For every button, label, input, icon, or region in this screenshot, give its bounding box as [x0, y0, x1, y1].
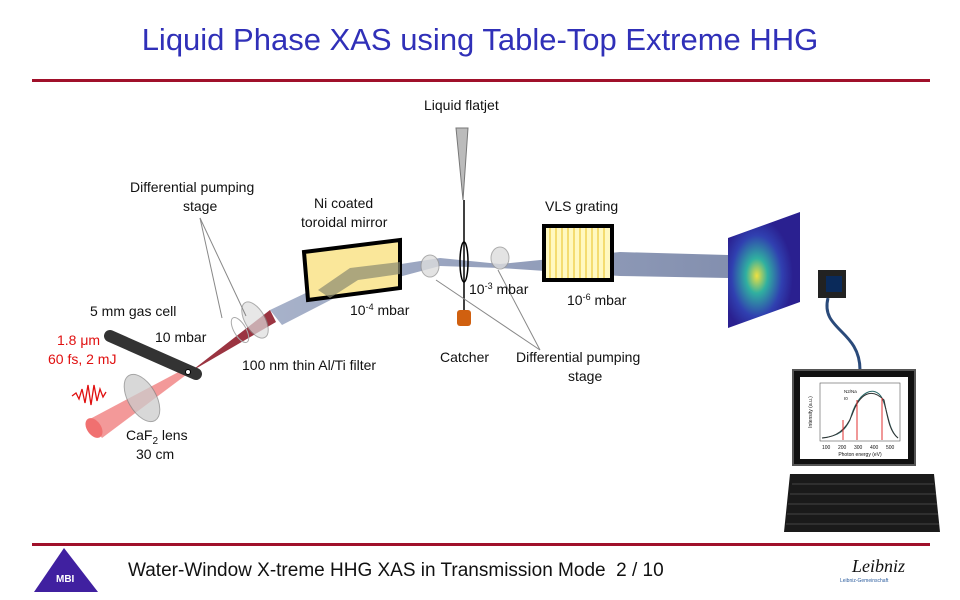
pointer-lines: [199, 217, 541, 351]
ccd-detector-screen: [728, 212, 800, 328]
toroidal-mirror: [301, 237, 402, 303]
plot-xtick: 200: [838, 445, 847, 451]
catcher-label: Catcher: [440, 349, 489, 365]
pumping-stage-label-1b: stage: [183, 198, 217, 214]
keyboard: [784, 474, 940, 532]
al-ti-filter: [230, 317, 250, 343]
pumping-stage-1: [241, 301, 269, 339]
liquid-flatjet: [455, 127, 469, 310]
plot-xtick: 500: [886, 445, 895, 451]
plot-ylabel: Intensity (a.u.): [808, 396, 814, 428]
footer-divider: [32, 543, 930, 546]
svg-text:Leibniz: Leibniz: [851, 556, 905, 576]
flatjet-label: Liquid flatjet: [424, 97, 499, 113]
pumping-stage-3: [490, 246, 510, 270]
filter-label: 100 nm thin Al/Ti filter: [242, 357, 376, 373]
grating-label: VLS grating: [545, 198, 618, 214]
mirror-label-2: toroidal mirror: [301, 214, 388, 230]
lens-focal-label: 30 cm: [136, 446, 174, 462]
caf2-lens: [123, 373, 161, 423]
svg-text:MBI: MBI: [56, 574, 75, 585]
laser-pulse-icon: [71, 384, 107, 406]
catcher: [457, 310, 471, 326]
lens-label: CaF2 lens: [126, 427, 188, 447]
plot-xtick: 400: [870, 445, 879, 451]
plot-legend: I0: [844, 396, 848, 401]
plot-xlabel: Photon energy (eV): [838, 452, 882, 458]
pressure-sample: 10-3 mbar: [469, 281, 529, 297]
leibniz-logo: Leibniz Leibniz-Gemeinschaft: [840, 556, 905, 584]
gas-cell-pressure: 10 mbar: [155, 329, 207, 345]
mirror-label: Ni coated: [314, 195, 373, 211]
pumping-stage-label-2b: stage: [568, 368, 602, 384]
plot-legend: N2/Na: [844, 389, 857, 394]
pumping-stage-2: [420, 254, 440, 278]
page-number: 2 / 10: [616, 560, 664, 581]
laser-wavelength-label: 1.8 μm: [57, 332, 100, 348]
laser-pulse-label: 60 fs, 2 mJ: [48, 351, 116, 367]
pumping-stage-label-1: Differential pumping: [130, 179, 254, 195]
svg-text:Leibniz-Gemeinschaft: Leibniz-Gemeinschaft: [840, 578, 889, 584]
mbi-logo: MBI: [34, 548, 98, 592]
camera: [818, 270, 862, 371]
footer-title: Water-Window X-treme HHG XAS in Transmis…: [128, 560, 606, 581]
computer-monitor: Photon energy (eV) Intensity (a.u.) 100 …: [792, 369, 916, 466]
pumping-stage-label-2: Differential pumping: [516, 349, 640, 365]
gas-cell: [104, 330, 202, 380]
pressure-mirror: 10-4 mbar: [350, 302, 410, 318]
footer-caption: Water-Window X-treme HHG XAS in Transmis…: [128, 560, 664, 582]
plot-xtick: 100: [822, 445, 831, 451]
pressure-grating: 10-6 mbar: [567, 292, 627, 308]
vls-grating: [542, 224, 614, 282]
header-divider: [32, 79, 930, 82]
gas-cell-label: 5 mm gas cell: [90, 303, 176, 319]
plot-xtick: 300: [854, 445, 863, 451]
slide-title: Liquid Phase XAS using Table-Top Extreme…: [141, 22, 819, 57]
